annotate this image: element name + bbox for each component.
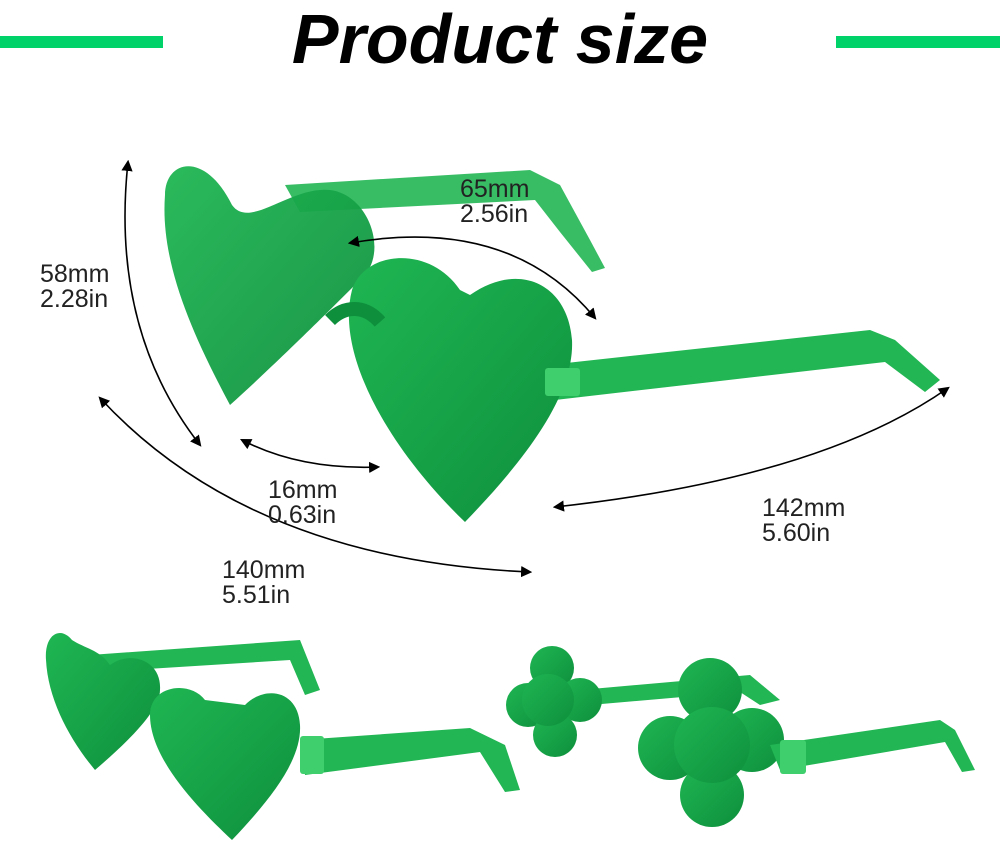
label-bridge-in: 0.63in (268, 501, 337, 529)
label-temple-in: 5.60in (762, 519, 831, 547)
hinge (545, 368, 580, 396)
label-frame-width-mm: 140mm (222, 556, 306, 584)
label-lens-width-in: 2.56in (460, 200, 529, 228)
shamrock-glasses-small (506, 646, 975, 827)
title-accent-bar-right (836, 36, 1000, 48)
arrow-temple (552, 386, 950, 512)
arrow-frame-width (98, 396, 533, 578)
title-accent-bar-left (0, 36, 163, 48)
back-temple (285, 170, 605, 272)
label-temple-mm: 142mm (762, 494, 846, 522)
label-lens-width-mm: 65mm (460, 175, 530, 203)
label-lens-height: 58mm 2.28in (40, 262, 109, 312)
page-title: Product size (291, 0, 709, 78)
front-temple (548, 330, 940, 400)
front-heart-lens (348, 258, 573, 522)
label-frame-width-in: 5.51in (222, 581, 291, 609)
label-bridge-mm: 16mm (268, 476, 338, 504)
label-bridge: 16mm 0.63in (268, 478, 337, 528)
dimension-arrows (98, 159, 950, 578)
back-heart-lens (164, 166, 375, 405)
label-frame-width: 140mm 5.51in (222, 558, 305, 608)
arrow-lens-width (347, 235, 597, 320)
heart-glasses-main (164, 166, 940, 522)
label-lens-height-in: 2.28in (40, 285, 109, 313)
label-temple: 142mm 5.60in (762, 496, 845, 546)
label-lens-width: 65mm 2.56in (460, 177, 529, 227)
arrow-bridge (240, 438, 381, 473)
heart-glasses-small (45, 632, 520, 840)
label-lens-height-mm: 58mm (40, 260, 110, 288)
